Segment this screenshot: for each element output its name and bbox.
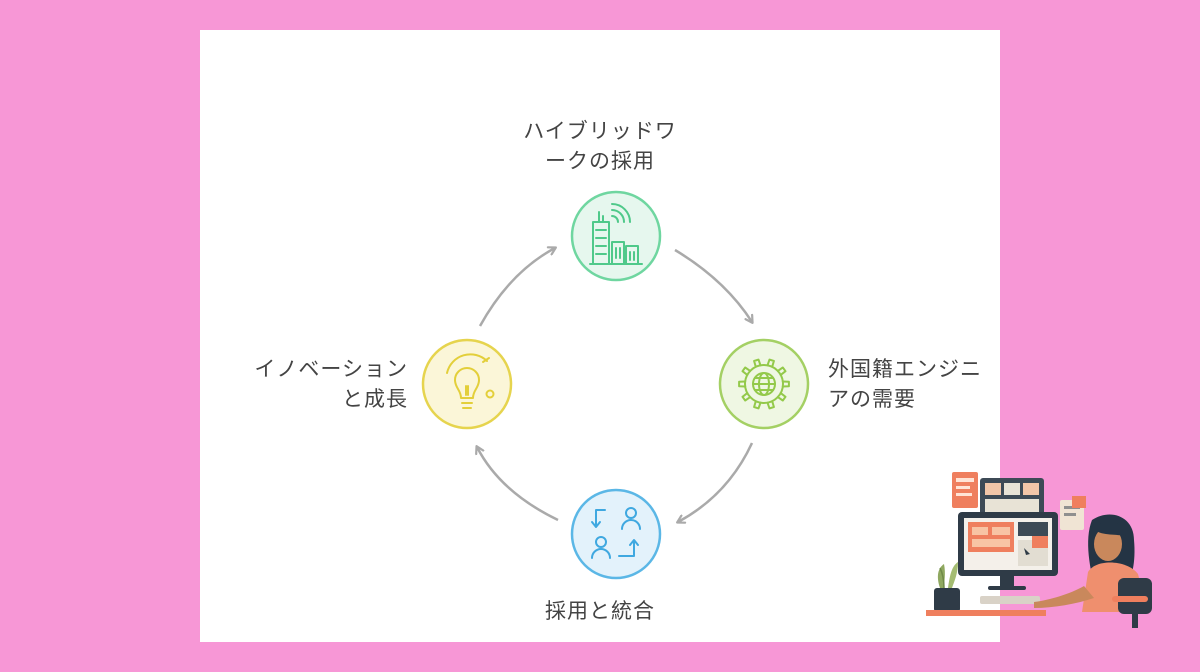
lightbulb-icon [446,353,495,409]
arrow-left-to-top [478,248,555,327]
people-exchange-icon [591,507,641,559]
node-top-label: ハイブリッドワ ークの採用 [523,119,677,173]
arrow-right-to-bottom [678,442,754,522]
node-bottom [570,488,662,580]
node-left [421,338,513,430]
node-right [718,338,810,430]
node-right-label: 外国籍エンジニ アの需要 [828,357,982,411]
city-buildings-wifi-icon [589,203,643,265]
arrow-top-to-right [674,248,752,322]
gear-teeth [738,358,790,410]
globe-gear-icon [738,358,790,410]
node-left-label: イノベーション と成長 [254,357,408,411]
person-at-computer-illustration [926,472,1152,628]
arrow-bottom-to-left [477,447,559,522]
node-top [570,190,662,282]
node-bottom-label: 採用と統合 [545,599,655,623]
